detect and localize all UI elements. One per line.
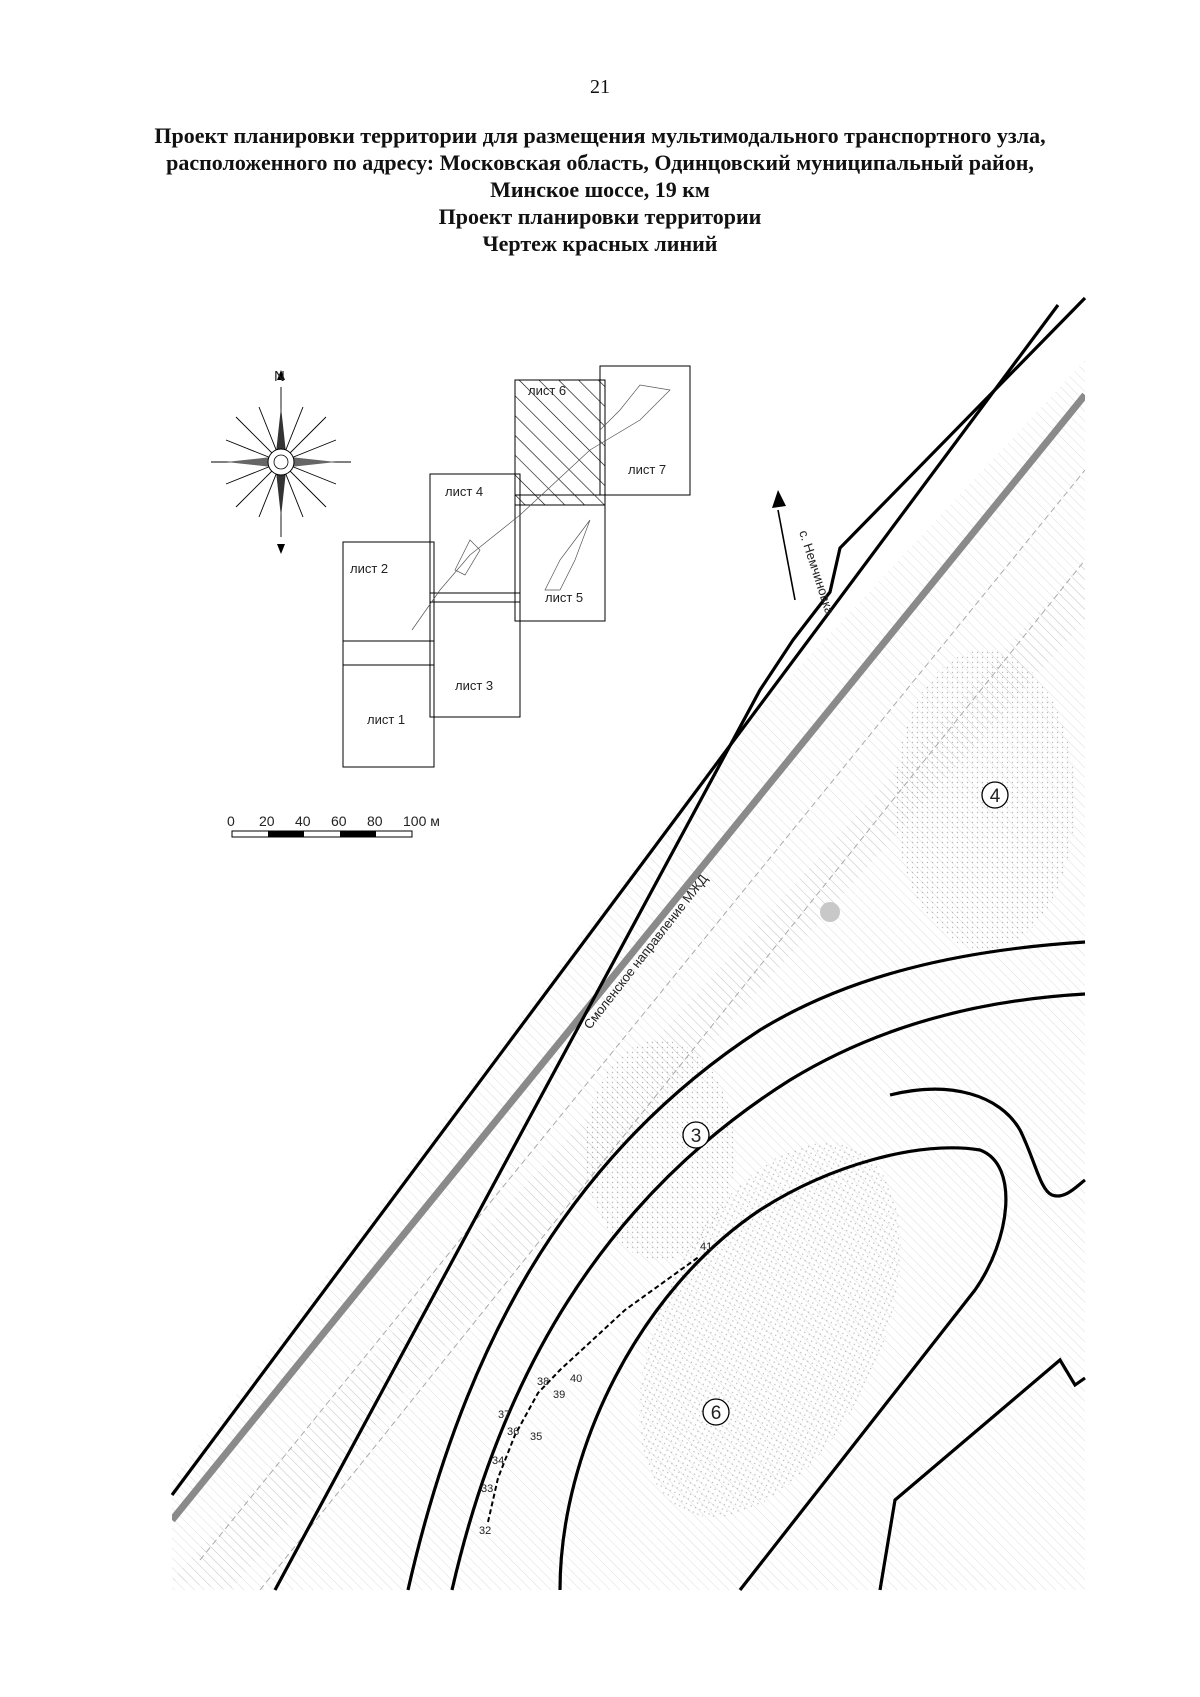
- sheet-1-2-frame: [342, 541, 435, 768]
- survey-points-line: 32 33 34 35 36 37 38 39 40 41: [479, 1241, 712, 1537]
- sheet-3-4-frame: [429, 473, 521, 718]
- zone-label-3: 3: [691, 1126, 702, 1147]
- sheet-label-6: лист 6: [528, 383, 566, 398]
- point-label-36: 36: [507, 1426, 519, 1438]
- red-line-loop-right: [889, 1087, 1086, 1198]
- point-label-32: 32: [479, 1525, 491, 1537]
- sheet-index-map: [342, 365, 691, 768]
- zone-area-6: [639, 1142, 901, 1518]
- sheet-label-1: лист 1: [367, 712, 405, 727]
- sheet-label-3: лист 3: [455, 678, 493, 693]
- red-lines: [170, 296, 1087, 1591]
- sheet-6-frame: [514, 379, 606, 506]
- title-line-1: Проект планировки территории для размеще…: [154, 123, 1046, 148]
- map-background: [172, 360, 1085, 1590]
- scale-tick-60: 60: [331, 813, 347, 829]
- red-line-curve-outer: [406, 940, 1086, 1591]
- red-line-loop: [558, 1146, 1008, 1591]
- title-line-2: расположенного по адресу: Московская обл…: [166, 150, 1034, 175]
- scale-tick-20: 20: [259, 813, 275, 829]
- sheet-7-frame: [599, 365, 691, 496]
- compass-north-label: N: [274, 368, 285, 385]
- scale-tick-80: 80: [367, 813, 383, 829]
- zone-area-3: [585, 1040, 735, 1260]
- red-line-bottom-right: [878, 1357, 1086, 1591]
- scale-bar: 0 20 40 60 80 100 м: [227, 813, 440, 838]
- sheet-label-4: лист 4: [445, 484, 483, 499]
- scale-tick-100: 100 м: [403, 813, 440, 829]
- page-number: 21: [590, 76, 610, 98]
- point-label-37: 37: [498, 1409, 510, 1421]
- title-line-4: Проект планировки территории: [438, 204, 762, 229]
- scale-tick-40: 40: [295, 813, 311, 829]
- red-line-northwest: [170, 304, 1060, 1496]
- zone-label-4: 4: [990, 786, 1001, 807]
- title-line-5: Чертеж красных линий: [482, 231, 718, 256]
- document-title: Проект планировки территории для размеще…: [100, 122, 1100, 257]
- sheet-label-5: лист 5: [545, 590, 583, 605]
- scale-tick-0: 0: [227, 813, 235, 829]
- red-line-southeast-road: [273, 296, 1087, 1591]
- point-label-40: 40: [570, 1373, 582, 1385]
- railway-track: [172, 392, 1085, 1523]
- direction-arrow: с. Немчиновка: [772, 490, 838, 617]
- sheet-label-7: лист 7: [628, 462, 666, 477]
- point-label-38: 38: [537, 1376, 549, 1388]
- point-label-41: 41: [700, 1241, 712, 1253]
- zone-markers: 3 4 6: [682, 781, 1009, 1426]
- title-line-3: Минское шоссе, 19 км: [490, 177, 710, 202]
- point-label-33: 33: [481, 1483, 493, 1495]
- sheet-5-frame: [514, 494, 606, 622]
- direction-label: с. Немчиновка: [796, 528, 838, 617]
- compass-rose: N: [211, 368, 351, 554]
- sheet-labels: лист 1 лист 2 лист 3 лист 4 лист 5 лист …: [350, 383, 666, 727]
- point-label-35: 35: [530, 1431, 542, 1443]
- point-label-34: 34: [492, 1455, 504, 1467]
- red-line-curve-inner: [450, 992, 1086, 1591]
- zone-label-6: 6: [711, 1403, 722, 1424]
- point-label-39: 39: [553, 1389, 565, 1401]
- sheet-label-2: лист 2: [350, 561, 388, 576]
